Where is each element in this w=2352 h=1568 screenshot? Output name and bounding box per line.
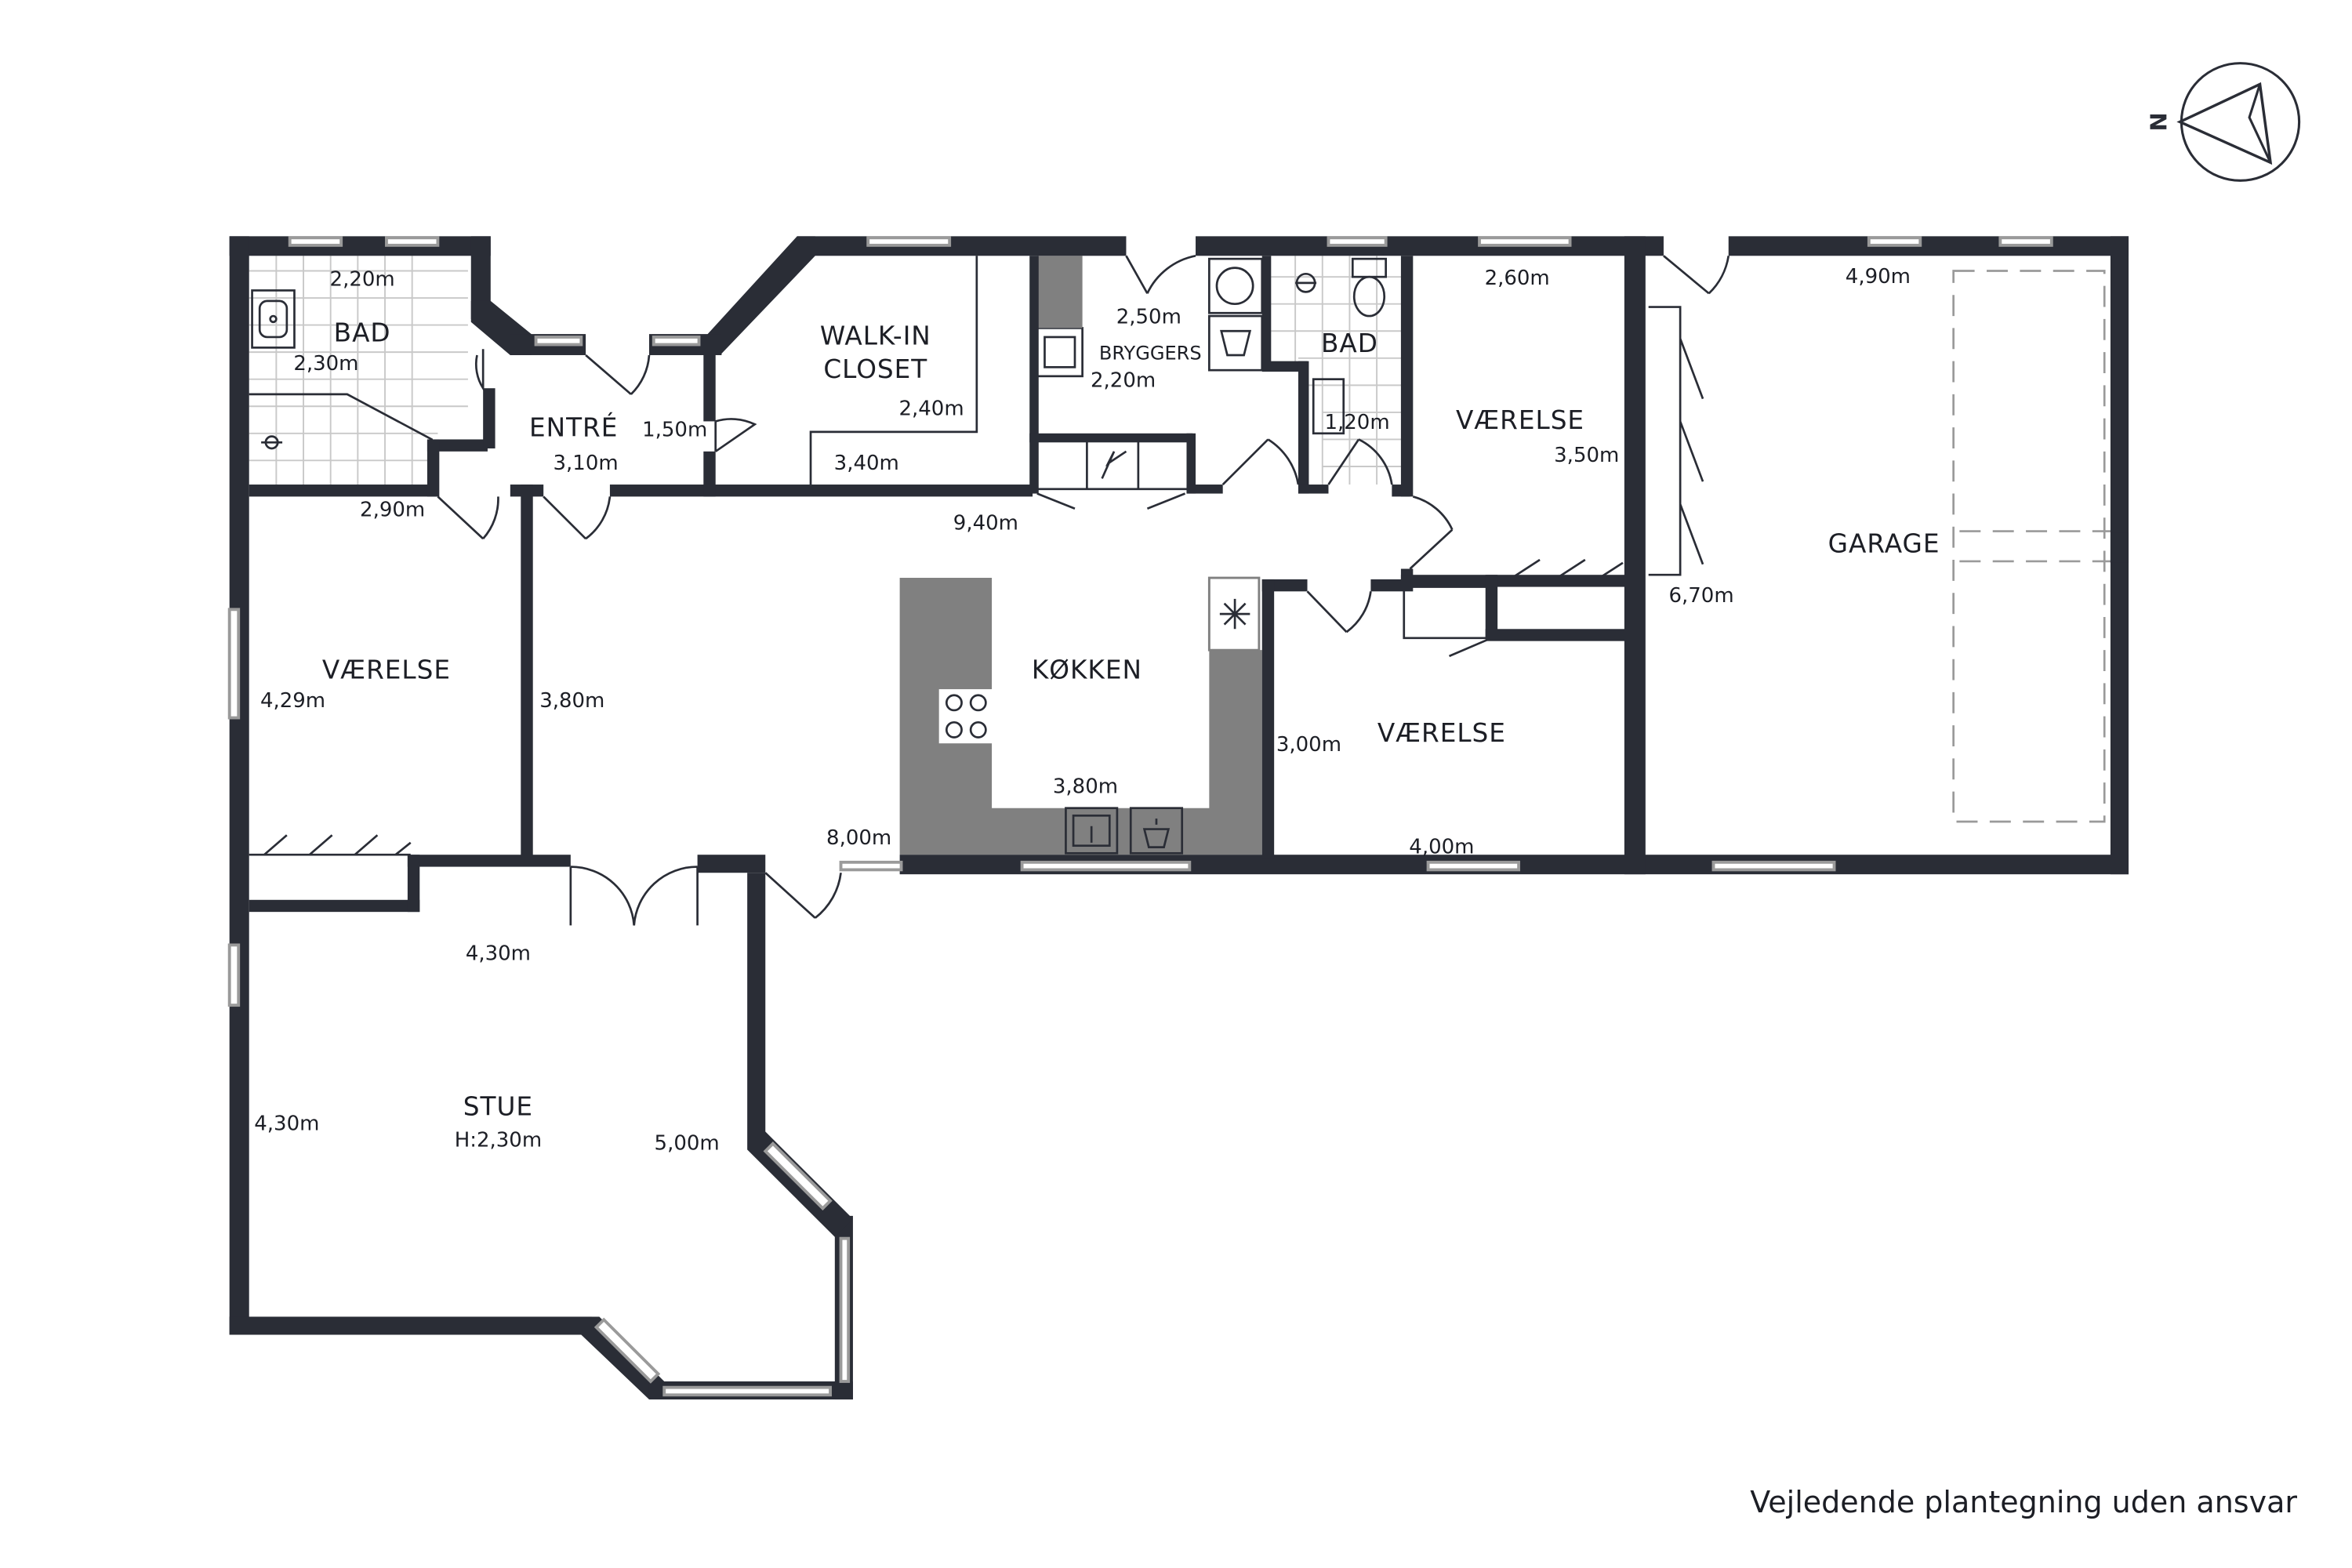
room-labels: BAD ENTRÉ WALK-IN CLOSET BRYGGERS BAD VÆ…: [322, 318, 1940, 1152]
room-label-vaerelse-s: VÆRELSE: [1377, 718, 1506, 748]
room-label-garage: GARAGE: [1828, 528, 1940, 558]
room-label-bad1: BAD: [334, 318, 391, 348]
dim-vaerelse-w-depth: 4,29m: [260, 689, 325, 713]
dim-vaerelse-ne-depth: 3,50m: [1554, 444, 1619, 467]
dim-bryggers-depth: 2,20m: [1091, 368, 1156, 392]
bad2-basin-icon: [1295, 272, 1317, 293]
dim-kokken-width: 3,80m: [1053, 775, 1118, 799]
dim-hall-length: 9,40m: [953, 512, 1018, 535]
dim-entre-depth: 1,50m: [642, 419, 707, 442]
dim-bad1-width: 2,20m: [330, 268, 395, 292]
dim-hall-depth: 3,80m: [539, 689, 604, 713]
windows: [227, 236, 2053, 1397]
dim-bryggers-width: 2,50m: [1116, 306, 1181, 329]
garage-divider: [1959, 530, 2114, 563]
room-label-bryggers: BRYGGERS: [1099, 343, 1202, 365]
car-outline: [1952, 270, 2106, 823]
dim-walkin-depth: 2,40m: [898, 397, 964, 421]
dim-kokken-length: 8,00m: [826, 826, 891, 850]
stove-icon: [938, 689, 994, 744]
dim-stue-left: 4,30m: [254, 1112, 319, 1135]
room-label-stue: STUE: [463, 1091, 533, 1121]
room-label-walkin-1: WALK-IN: [820, 321, 931, 351]
dim-walkin-width: 3,40m: [834, 452, 899, 475]
dim-stue-top: 4,30m: [466, 942, 531, 966]
dim-stue-right: 5,00m: [655, 1131, 720, 1155]
kitchen-counters: [899, 576, 1262, 855]
doors: [437, 254, 1730, 926]
room-label-entre: ENTRÉ: [529, 413, 618, 443]
stair-icon: [1036, 438, 1189, 491]
washing-machine-icon: [1208, 257, 1264, 314]
room-label-bad2: BAD: [1321, 328, 1378, 358]
compass-north-label: N: [2145, 112, 2172, 131]
utility-sink-icon: [1036, 256, 1083, 378]
bad2-tiles: [1271, 256, 1404, 485]
room-label-vaerelse-ne: VÆRELSE: [1456, 405, 1584, 435]
freezer-icon: [1219, 598, 1250, 630]
bad2-shower-icon: [1312, 378, 1345, 435]
dishwasher-icon: [1129, 807, 1184, 855]
disclaimer-text: Vejledende plantegning uden ansvar: [1750, 1485, 2297, 1519]
room-label-kokken: KØKKEN: [1032, 655, 1142, 685]
dim-vaerelse-s-depth: 3,00m: [1276, 733, 1341, 757]
bad1-tiles: [249, 256, 468, 485]
dim-bad1-depth: 2,30m: [293, 352, 358, 376]
sink-icon: [1065, 807, 1119, 855]
room-label-stue-height: H:2,30m: [455, 1129, 542, 1152]
dryer-icon: [1208, 314, 1264, 372]
dim-vaerelse-ne-width: 2,60m: [1485, 267, 1550, 290]
dim-entre-width: 3,10m: [554, 452, 619, 475]
dim-vaerelse-w-width: 2,90m: [360, 498, 425, 521]
dim-vaerelse-s-width: 4,00m: [1409, 835, 1474, 858]
dim-garage-depth: 6,70m: [1669, 584, 1734, 608]
room-label-walkin-2: CLOSET: [823, 354, 927, 384]
toilet-icon: [1351, 257, 1387, 318]
room-label-vaerelse-w: VÆRELSE: [322, 655, 451, 685]
compass-icon: [2176, 62, 2301, 182]
washbasin-icon: [251, 289, 296, 349]
dim-garage-width: 4,90m: [1846, 265, 1911, 289]
dim-bad2-depth: 1,20m: [1324, 411, 1389, 434]
dimension-labels: 2,20m 2,30m 3,10m 1,50m 2,40m 3,40m 2,50…: [254, 265, 1911, 1156]
